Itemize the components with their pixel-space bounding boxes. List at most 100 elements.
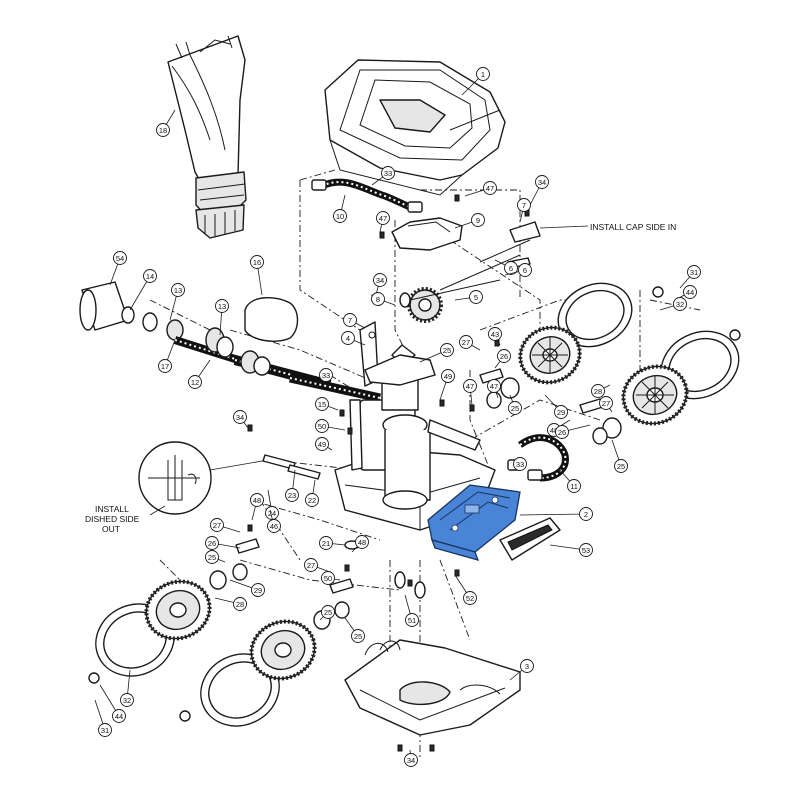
callout-number: 2 — [584, 510, 588, 519]
drive-gear-6 — [399, 279, 501, 323]
callout-circle — [315, 419, 329, 433]
callout-circle — [614, 459, 628, 473]
callout-number: 53 — [582, 546, 590, 555]
callout-circle — [381, 166, 395, 180]
callout-c28a: 28 — [591, 384, 605, 398]
callout-c49b: 49 — [315, 437, 329, 451]
callout-number: 33 — [384, 169, 392, 178]
left-wheels — [88, 563, 350, 727]
callout-circle — [321, 605, 335, 619]
callout-c23: 23 — [285, 488, 299, 502]
callout-circle — [158, 359, 172, 373]
callout-number: 48 — [253, 496, 261, 505]
callout-c5: 5 — [469, 290, 483, 304]
callout-number: 26 — [208, 539, 216, 548]
callout-c54: 54 — [113, 251, 127, 265]
callout-number: 14 — [146, 272, 154, 281]
callout-c25d: 25 — [205, 550, 219, 564]
callout-c50: 50 — [315, 419, 329, 433]
callout-c12: 12 — [188, 375, 202, 389]
callout-circle — [373, 273, 387, 287]
callout-c53: 53 — [579, 543, 593, 557]
callout-c25b: 25 — [508, 401, 522, 415]
callout-number: 12 — [191, 378, 199, 387]
callout-c6: 6 — [504, 261, 518, 275]
callout-c32a: 32 — [673, 297, 687, 311]
callout-c18: 18 — [156, 123, 170, 137]
callout-number: 47 — [486, 184, 494, 193]
callout-circle — [599, 396, 613, 410]
callout-number: 32 — [676, 300, 684, 309]
callout-circle — [555, 425, 569, 439]
callout-c13a: 13 — [171, 283, 185, 297]
callout-circle — [120, 693, 134, 707]
gear-cover-9 — [391, 217, 463, 251]
callout-c34d: 34 — [404, 753, 418, 767]
callout-c33a: 33 — [381, 166, 395, 180]
hose-10 — [311, 178, 423, 213]
callout-c25e: 25 — [351, 629, 365, 643]
callout-number: 27 — [213, 521, 221, 530]
callout-number: 50 — [318, 422, 326, 431]
callout-number: 3 — [525, 662, 529, 671]
callout-number: 33 — [322, 371, 330, 380]
callout-c31b: 31 — [98, 723, 112, 737]
callout-number: 6 — [509, 264, 513, 273]
callout-circle — [508, 401, 522, 415]
callout-c27a: 27 — [459, 335, 473, 349]
callout-circle — [518, 263, 532, 277]
callout-number: 28 — [236, 600, 244, 609]
callout-c25a: 25 — [440, 343, 454, 357]
callout-number: 9 — [476, 216, 480, 225]
callout-circle — [463, 591, 477, 605]
callout-number: 50 — [324, 574, 332, 583]
callout-number: 26 — [558, 428, 566, 437]
callout-number: 49 — [444, 372, 452, 381]
callout-number: 44 — [686, 288, 694, 297]
callout-circle — [591, 384, 605, 398]
callout-circle — [440, 343, 454, 357]
callout-circle — [315, 437, 329, 451]
callout-circle — [483, 181, 497, 195]
callout-number: 25 — [617, 462, 625, 471]
callout-c7b: 7 — [343, 313, 357, 327]
callout-c8: 8 — [371, 292, 385, 306]
callout-c13b: 13 — [215, 299, 229, 313]
callout-c21: 21 — [319, 536, 333, 550]
callout-number: 44 — [115, 712, 123, 721]
callout-number: 43 — [491, 330, 499, 339]
callout-number: 25 — [324, 608, 332, 617]
callout-circle — [459, 335, 473, 349]
callout-number: 27 — [307, 561, 315, 570]
callout-circle — [215, 299, 229, 313]
callout-c26c: 26 — [205, 536, 219, 550]
callout-c31a: 31 — [687, 265, 701, 279]
callout-number: 29 — [254, 586, 262, 595]
callout-c48c: 48 — [355, 535, 369, 549]
callout-circle — [188, 375, 202, 389]
callout-c26b: 26 — [555, 425, 569, 439]
callout-c48b: 48 — [250, 493, 264, 507]
callout-circle — [321, 571, 335, 585]
callout-circle — [319, 368, 333, 382]
callout-circle — [250, 493, 264, 507]
callout-number: 34 — [407, 756, 415, 765]
callout-number: 47 — [379, 214, 387, 223]
callout-c25c: 25 — [614, 459, 628, 473]
install-dished-line1: INSTALL — [95, 504, 129, 514]
callout-c6b: 6 — [518, 263, 532, 277]
callout-c43: 43 — [488, 327, 502, 341]
callout-circle — [319, 536, 333, 550]
callout-circle — [405, 613, 419, 627]
install-dished-note: INSTALL DISHED SIDE OUT — [85, 504, 140, 534]
install-dished-line2: DISHED SIDE — [85, 514, 140, 524]
callout-c50b: 50 — [321, 571, 335, 585]
callout-number: 11 — [570, 482, 578, 491]
callout-circle — [315, 397, 329, 411]
callout-c44b: 44 — [112, 709, 126, 723]
callout-c47b: 47 — [376, 211, 390, 225]
callout-number: 48 — [550, 426, 558, 435]
callout-circle — [579, 507, 593, 521]
callout-c33c: 33 — [513, 457, 527, 471]
